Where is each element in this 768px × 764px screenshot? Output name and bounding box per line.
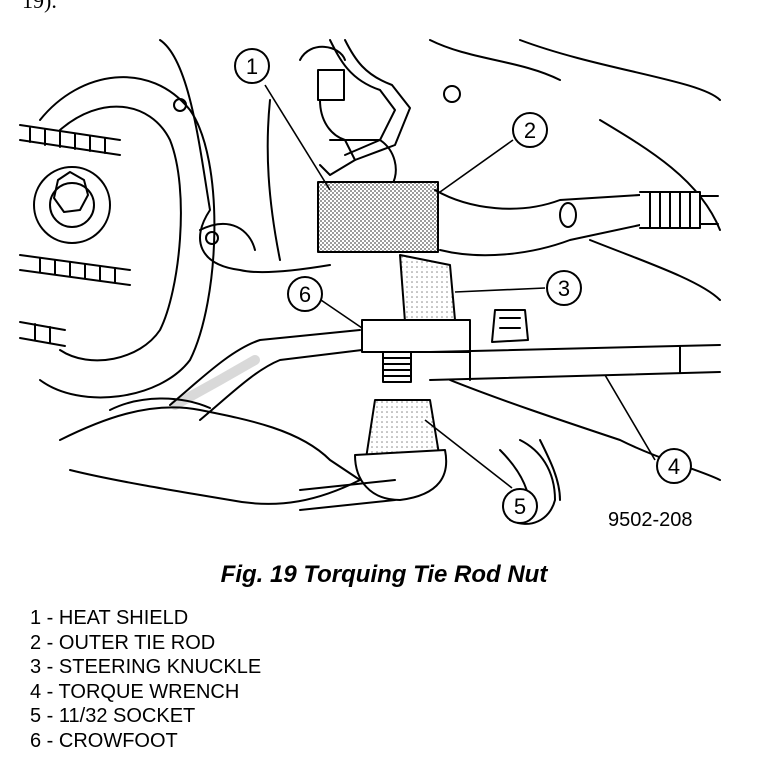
callout-6: 6 xyxy=(287,276,323,312)
tie-rod-illustration: 1 2 3 4 5 6 xyxy=(19,39,721,525)
brake-line xyxy=(317,39,411,186)
legend-item: 6 - CROWFOOT xyxy=(30,729,178,752)
callout-1: 1 xyxy=(234,48,270,84)
crowfoot xyxy=(361,319,471,353)
callout-5: 5 xyxy=(502,488,538,524)
tie-rod-stud xyxy=(382,351,412,383)
torque-wrench xyxy=(429,309,721,381)
legend-list: 1 - HEAT SHIELD 2 - OUTER TIE ROD 3 - ST… xyxy=(30,606,261,753)
legend-item: 3 - STEERING KNUCKLE xyxy=(30,656,262,678)
outer-tie-rod xyxy=(434,189,719,257)
control-arm xyxy=(169,329,363,421)
figure-caption: Fig. 19 Torquing Tie Rod Nut xyxy=(220,561,548,588)
legend-item: 5 - 11/32 SOCKET xyxy=(30,705,196,727)
svg-text:3: 3 xyxy=(558,276,570,301)
svg-text:5: 5 xyxy=(514,494,526,519)
hand xyxy=(59,397,556,525)
knuckle-outline xyxy=(159,39,721,511)
page-fragment-text: 19). xyxy=(22,0,57,13)
callout-3: 3 xyxy=(546,270,582,306)
leader-lines xyxy=(264,84,656,489)
callout-markers: 1 2 3 4 5 6 xyxy=(234,48,692,524)
svg-text:6: 6 xyxy=(299,282,311,307)
svg-text:2: 2 xyxy=(524,118,536,143)
heat-shield xyxy=(317,181,439,253)
hub-rotor xyxy=(33,76,216,399)
wheel-studs xyxy=(19,98,187,347)
figure-id: 9502-208 xyxy=(608,509,693,531)
callout-4: 4 xyxy=(656,448,692,484)
svg-text:4: 4 xyxy=(668,454,680,479)
legend-item: 1 - HEAT SHIELD xyxy=(30,607,189,629)
legend-item: 4 - TORQUE WRENCH xyxy=(30,680,240,703)
callout-2: 2 xyxy=(512,112,548,148)
steering-knuckle xyxy=(399,254,456,323)
legend-item: 2 - OUTER TIE ROD xyxy=(30,631,216,654)
svg-text:1: 1 xyxy=(246,54,258,79)
socket xyxy=(354,399,448,501)
